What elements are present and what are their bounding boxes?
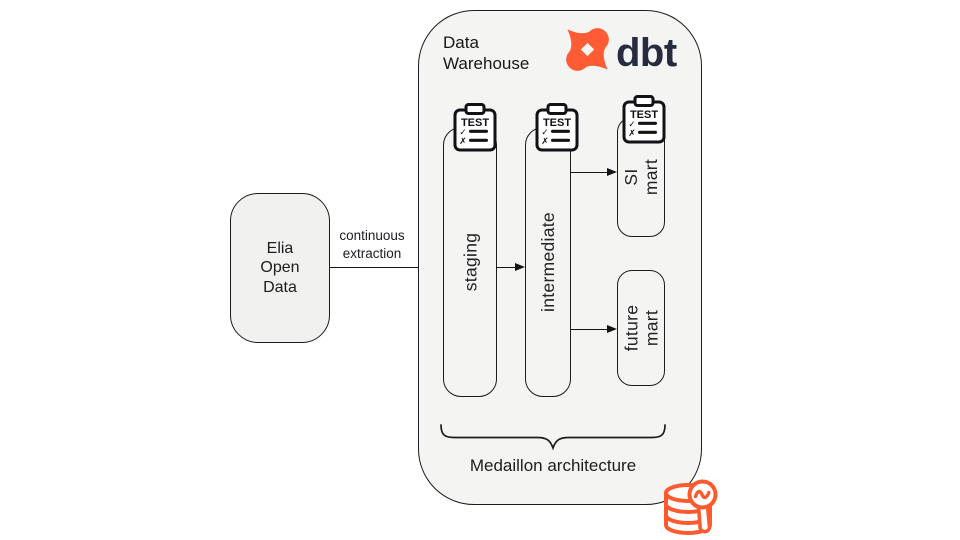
data-observability-icon — [664, 479, 718, 535]
arrow-extraction-line — [330, 267, 435, 268]
pill-future-mart: future mart — [617, 270, 665, 386]
svg-text:TEST: TEST — [630, 109, 658, 121]
svg-text:✗: ✗ — [628, 129, 636, 139]
arrow-staging-intermediate-head — [515, 263, 525, 271]
test-clipboard-icon-intermediate: TEST ✓ ✗ — [535, 103, 579, 152]
dbt-logo-text: dbt — [616, 31, 677, 75]
svg-text:✓: ✓ — [541, 128, 549, 138]
test-clipboard-icon-si-mart: TEST ✓ ✗ — [622, 95, 666, 144]
test-clipboard-icon-staging: TEST ✓ ✗ — [453, 103, 497, 152]
svg-text:✗: ✗ — [459, 137, 467, 147]
pill-si-mart-label: SI mart — [621, 158, 661, 196]
pill-staging: staging — [443, 127, 497, 397]
dbt-logo-icon — [566, 28, 609, 71]
arrow-intermediate-si-line — [571, 172, 608, 173]
medaillon-architecture-label: Medaillon architecture — [469, 456, 637, 475]
warehouse-title: Data Warehouse — [443, 33, 530, 73]
pill-intermediate-label: intermediate — [538, 212, 558, 312]
arrow-staging-intermediate-line — [497, 267, 517, 268]
node-elia-label: Elia Open Data — [260, 239, 300, 296]
arrow-intermediate-future-head — [607, 325, 617, 333]
pill-future-mart-label: future mart — [621, 304, 661, 352]
svg-text:✓: ✓ — [459, 128, 467, 138]
medaillon-brace — [440, 424, 666, 451]
pill-intermediate: intermediate — [525, 127, 571, 397]
svg-text:✓: ✓ — [628, 120, 636, 130]
container-data-warehouse — [418, 10, 702, 505]
pill-staging-label: staging — [460, 232, 480, 292]
svg-text:✗: ✗ — [541, 137, 549, 147]
svg-text:TEST: TEST — [543, 117, 571, 129]
arrow-intermediate-future-line — [571, 329, 608, 330]
arrow-intermediate-si-head — [607, 168, 617, 176]
edge-label-extraction: continuous extraction — [339, 228, 405, 261]
node-elia-open-data: Elia Open Data — [230, 193, 330, 343]
svg-text:TEST: TEST — [461, 117, 489, 129]
